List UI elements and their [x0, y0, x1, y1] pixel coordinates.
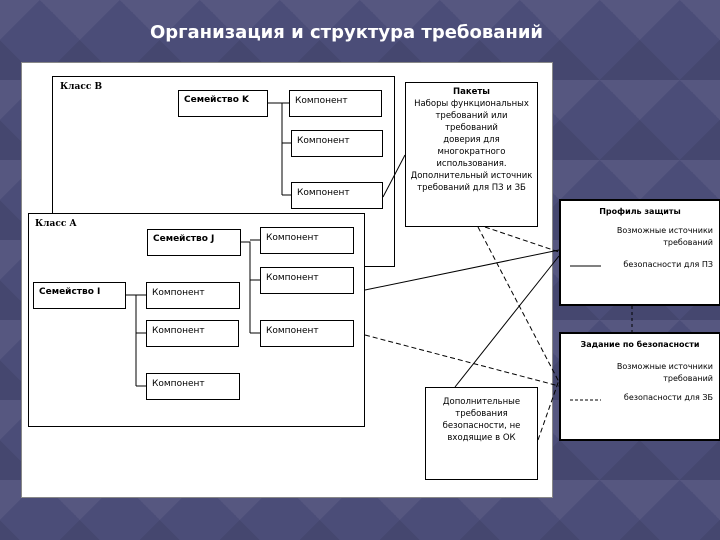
protection-profile-text: безопасности для ПЗ	[623, 260, 713, 269]
component-box: Компонент	[146, 282, 240, 309]
component-box: Компонент	[260, 267, 354, 294]
class-a-label: Класс A	[35, 219, 77, 229]
packages-box: Пакеты Наборы функциональных требований …	[405, 82, 538, 227]
packages-text: доверия для многократного	[437, 135, 506, 157]
protection-profile-box: Профиль защиты Возможные источники требо…	[559, 199, 720, 306]
packages-text: Наборы функциональных	[414, 99, 529, 109]
packages-text: требований или требований	[435, 111, 508, 133]
component-box: Компонент	[146, 320, 239, 347]
extra-text: безопасности, не	[442, 421, 521, 431]
component-box: Компонент	[260, 227, 354, 254]
protection-profile-title: Профиль защиты	[599, 207, 681, 216]
extra-text: Дополнительные	[442, 397, 521, 407]
protection-profile-text: Возможные источники	[616, 226, 713, 235]
packages-text: Дополнительный источник	[410, 171, 533, 181]
security-target-text: безопасности для ЗБ	[623, 393, 713, 402]
family-j-box: Семейство J	[147, 229, 241, 256]
packages-text: использования.	[436, 159, 507, 169]
family-i-box: Семейство I	[33, 282, 126, 309]
protection-profile-text: требований	[663, 238, 713, 247]
packages-text: требований для ПЗ и ЗБ	[417, 183, 526, 193]
component-box: Компонент	[146, 373, 240, 400]
security-target-box: Задание по безопасности Возможные источн…	[559, 332, 720, 441]
component-box: Компонент	[289, 90, 382, 117]
component-box: Компонент	[291, 130, 383, 157]
component-box: Компонент	[291, 182, 383, 209]
security-target-text: требований	[663, 374, 713, 383]
extra-requirements-box: Дополнительные требования безопасности, …	[425, 387, 538, 480]
extra-text: входящие в ОК	[447, 433, 516, 443]
family-k-box: Семейство K	[178, 90, 268, 117]
class-b-label: Класс B	[60, 82, 103, 92]
extra-text: требования	[455, 409, 508, 419]
packages-title: Пакеты	[453, 87, 490, 97]
page-title: Организация и структура требований	[149, 22, 544, 43]
security-target-text: Возможные источники	[616, 362, 713, 371]
component-box: Компонент	[260, 320, 354, 347]
security-target-title: Задание по безопасности	[580, 340, 700, 349]
